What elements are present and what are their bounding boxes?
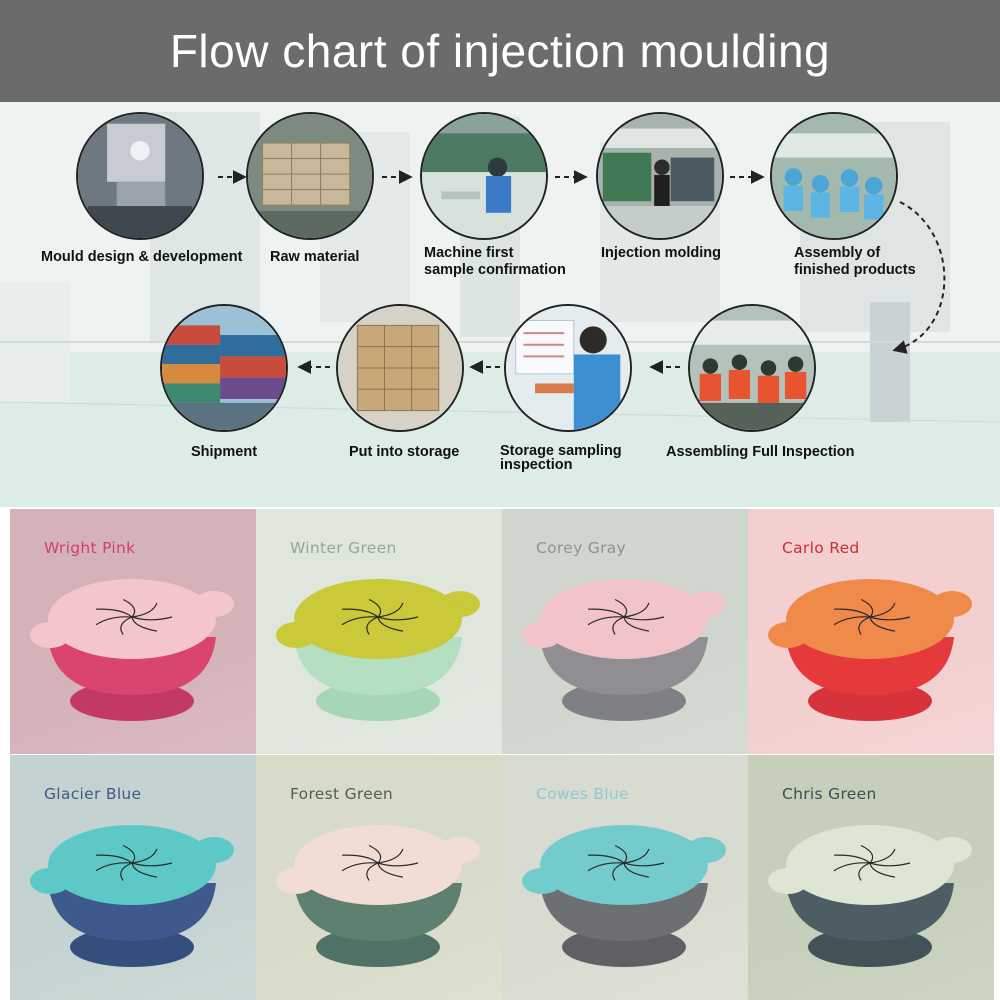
swatch-name: Corey Gray — [536, 539, 627, 557]
step-label-full-inspection: Assembling Full Inspection — [666, 444, 855, 460]
swatch-name: Forest Green — [290, 785, 394, 803]
step-label-shipment: Shipment — [191, 444, 258, 460]
step-mould-design-image — [76, 112, 204, 240]
step-label-storage-sampling: Storage sampling inspection — [500, 443, 622, 473]
bowl-illustration — [276, 825, 480, 967]
bowl-illustration — [30, 825, 234, 967]
step-label-machine-sample: Machine first sample confirmation — [424, 245, 566, 278]
step-injection-molding-image — [596, 112, 724, 240]
bowl-illustration — [768, 579, 972, 721]
page-title: Flow chart of injection moulding — [169, 25, 831, 77]
step-label-injection-molding: Injection molding — [601, 245, 722, 261]
swatch-name: Wright Pink — [44, 539, 136, 557]
step-label-mould-design: Mould design & development — [41, 249, 243, 265]
swatch-name: Winter Green — [290, 539, 397, 557]
swatch-chris-green: Chris Green — [748, 755, 994, 1000]
swatch-name: Chris Green — [782, 785, 877, 803]
bowl-illustration — [768, 825, 972, 967]
swatch-cowes-blue: Cowes Blue — [502, 755, 748, 1000]
step-label-put-into-storage: Put into storage — [349, 444, 460, 460]
swatch-glacier-blue: Glacier Blue — [10, 755, 256, 1000]
step-label-assembly-finished: Assembly of finished products — [794, 245, 916, 278]
step-put-into-storage-image — [336, 304, 464, 432]
title-banner: Flow chart of injection moulding — [0, 0, 1000, 102]
flow-chart-area: Mould design & development Raw material … — [0, 102, 1000, 507]
swatch-winter-green: Winter Green — [256, 509, 502, 754]
bowl-illustration — [522, 579, 726, 721]
swatch-corey-gray: Corey Gray — [502, 509, 748, 754]
step-raw-material-image — [246, 112, 374, 240]
step-assembly-finished-image — [770, 112, 898, 240]
swatch-carlo-red: Carlo Red — [748, 509, 994, 754]
bowl-illustration — [522, 825, 726, 967]
swatch-forest-green: Forest Green — [256, 755, 502, 1000]
step-shipment-image — [160, 304, 288, 432]
step-full-inspection-image — [688, 304, 816, 432]
flow-arrows — [218, 170, 946, 374]
swatch-name: Carlo Red — [782, 539, 860, 557]
swatch-wright-pink: Wright Pink — [10, 509, 256, 754]
step-machine-sample-image — [420, 112, 548, 240]
step-label-raw-material: Raw material — [270, 249, 360, 265]
swatch-name: Glacier Blue — [44, 785, 142, 803]
step-storage-sampling-image — [504, 304, 632, 432]
swatch-name: Cowes Blue — [536, 785, 629, 803]
bowl-illustration — [30, 579, 234, 721]
bowl-illustration — [276, 579, 480, 721]
